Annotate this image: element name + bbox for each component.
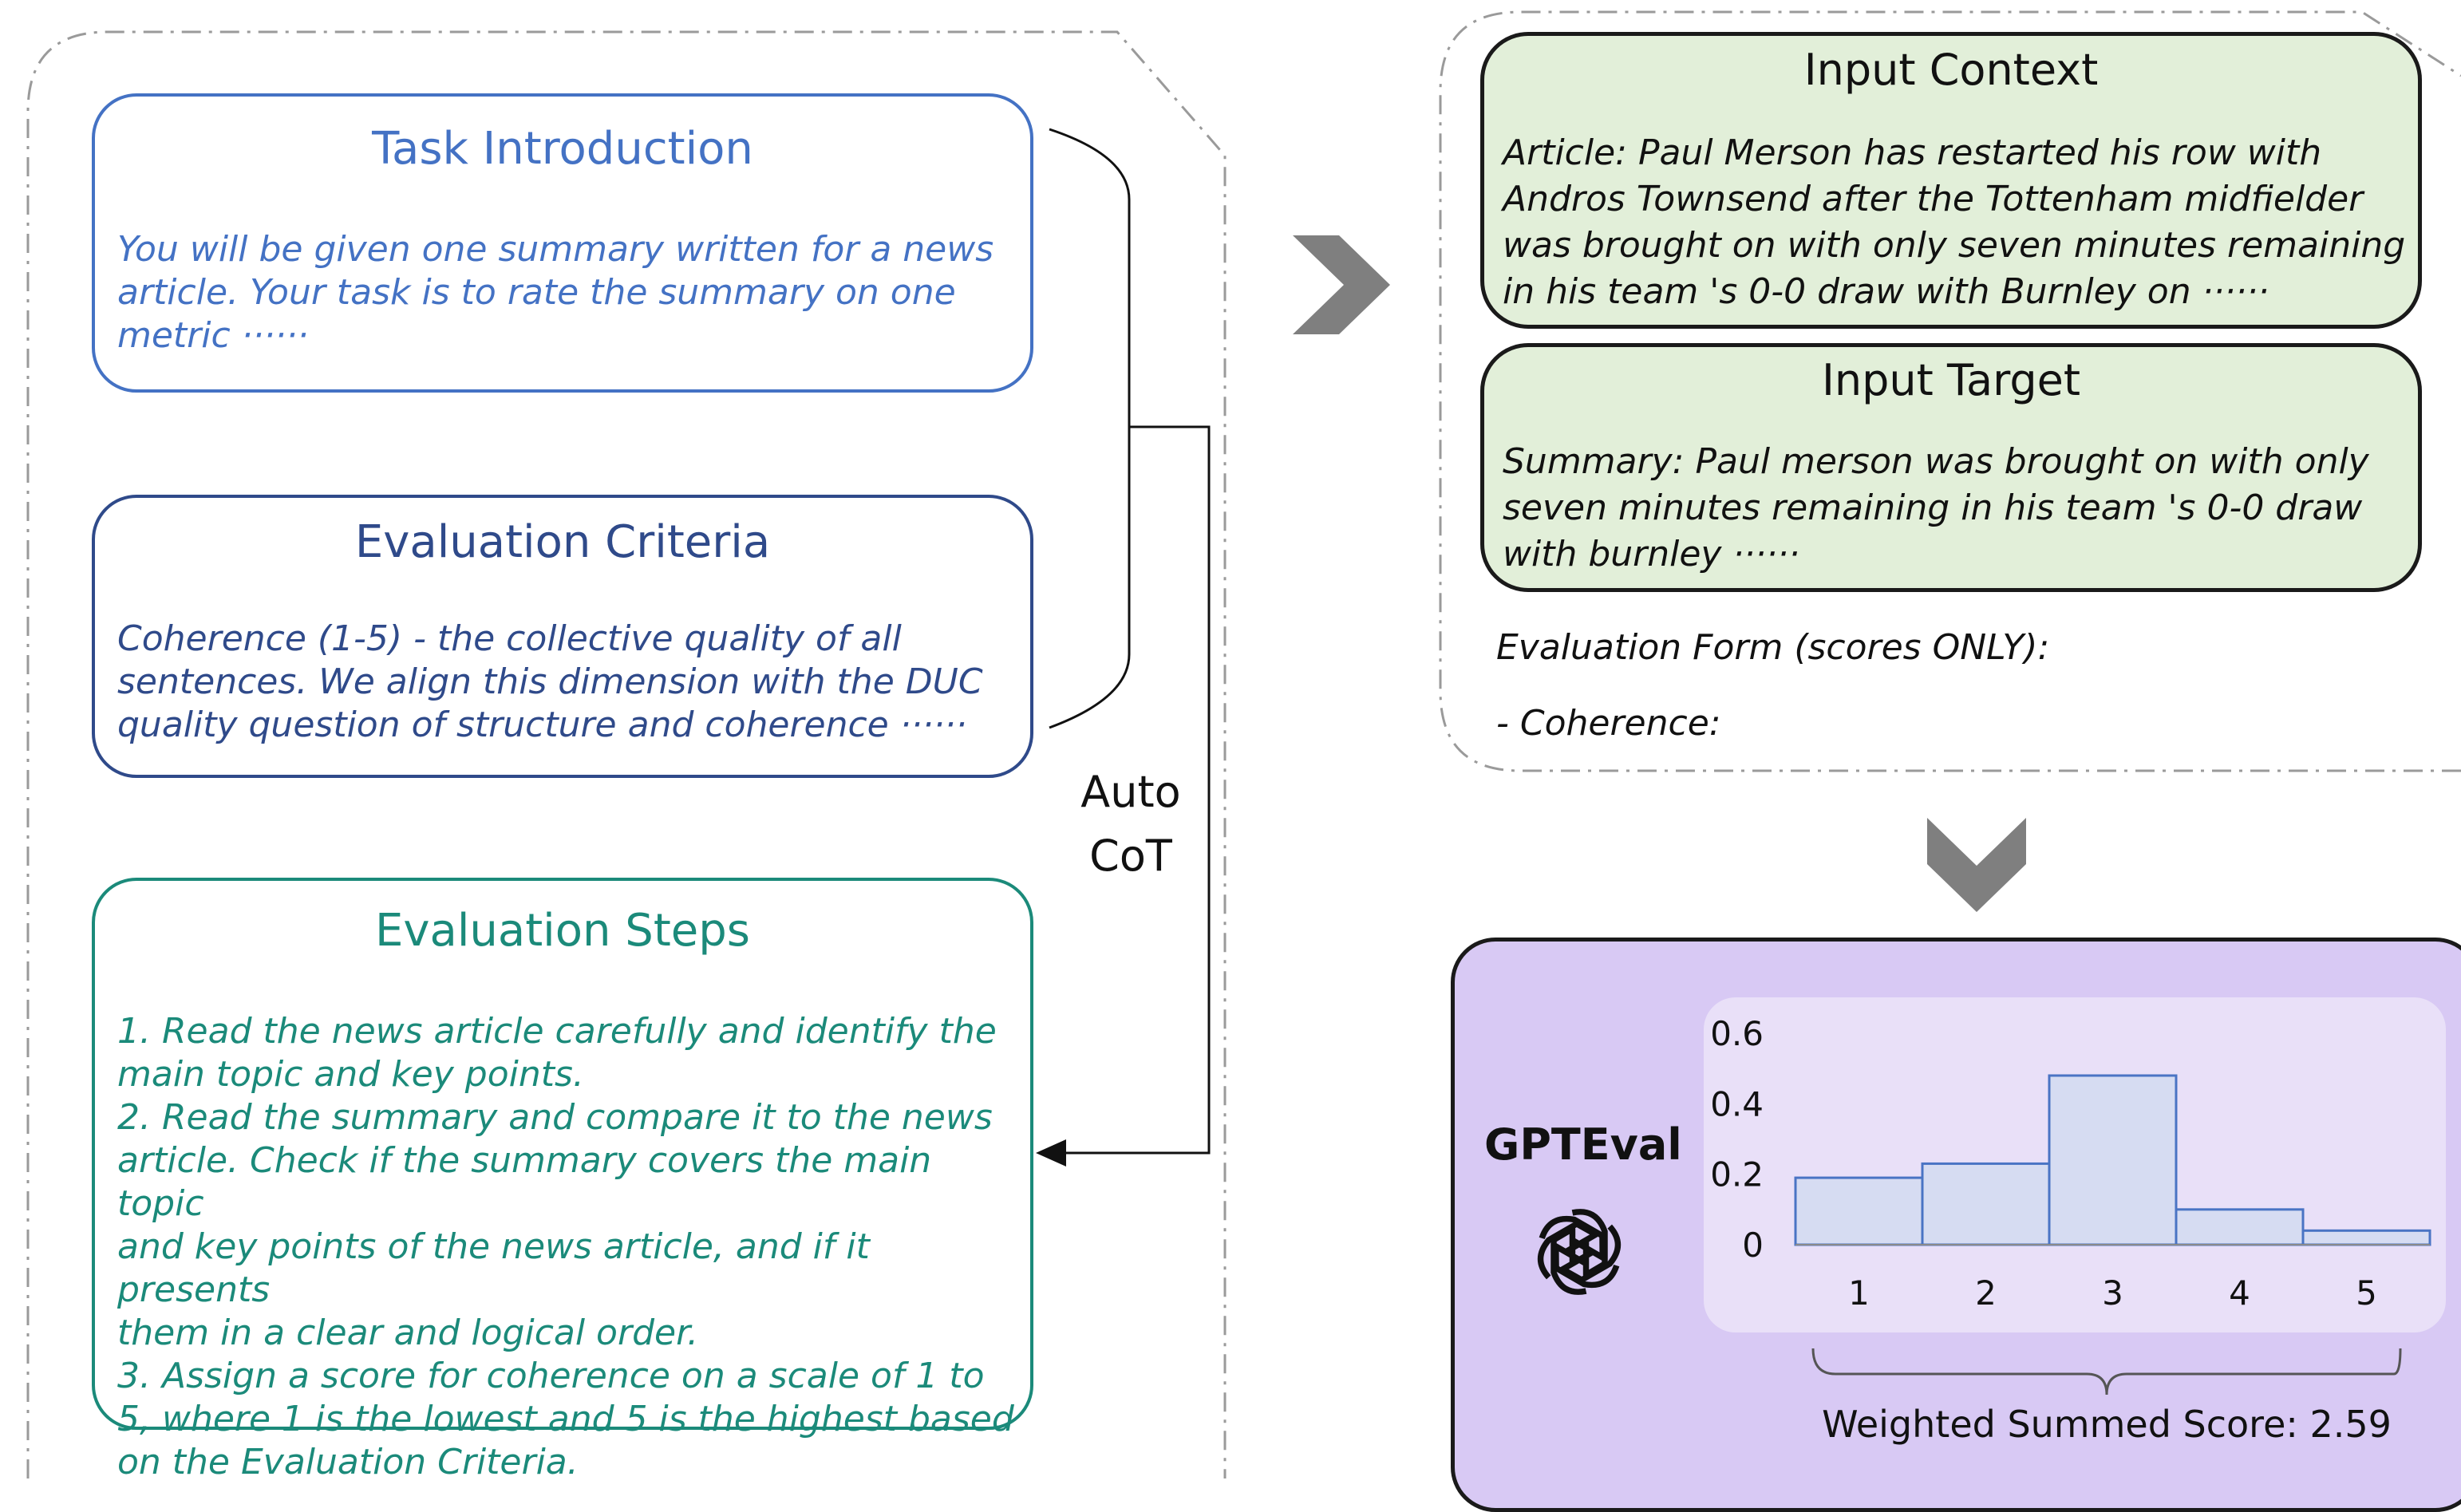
input-target-box: Input Target Summary: Paul merson was br… xyxy=(1480,343,2422,592)
evaluation-form-label: Evaluation Form (scores ONLY): xyxy=(1496,627,2050,668)
y-tick-label: 0 xyxy=(1742,1226,1764,1265)
x-tick-label: 4 xyxy=(2229,1273,2250,1313)
y-tick-label: 0.2 xyxy=(1710,1155,1764,1194)
evaluation-criteria-box: Evaluation Criteria Coherence (1-5) - th… xyxy=(92,495,1033,778)
evaluation-criteria-text: Coherence (1-5) - the collective quality… xyxy=(117,618,983,745)
task-introduction-title: Task Introduction xyxy=(372,123,753,175)
chevron-down-icon xyxy=(1927,818,2026,912)
evaluation-criteria-title: Evaluation Criteria xyxy=(354,516,771,568)
coherence-label: - Coherence: xyxy=(1496,703,1721,744)
input-target-text: Summary: Paul merson was brought on with… xyxy=(1503,441,2369,574)
input-context-box: Input Context Article: Paul Merson has r… xyxy=(1480,32,2422,329)
input-target-title: Input Target xyxy=(1821,355,2081,405)
input-context-text: Article: Paul Merson has restarted his r… xyxy=(1503,132,2406,312)
x-tick-label: 2 xyxy=(1975,1273,1997,1313)
auto-cot-label-line1: Auto xyxy=(1076,771,1186,814)
openai-logo-icon xyxy=(1537,1209,1622,1295)
task-introduction-box: Task Introduction You will be given one … xyxy=(92,93,1033,393)
bar-score-4 xyxy=(2175,1208,2305,1246)
score-brace xyxy=(1811,1348,2402,1396)
task-introduction-text: You will be given one summary written fo… xyxy=(117,229,994,356)
score-distribution-chart: 0 0.2 0.4 0.6 1 2 3 4 5 xyxy=(1710,1014,2431,1313)
chevron-right-icon xyxy=(1293,235,1390,334)
auto-cot-label-line2: CoT xyxy=(1076,835,1186,878)
bar-score-1 xyxy=(1794,1176,1924,1246)
gpteval-label: GPTEval xyxy=(1484,1119,1682,1170)
left-dashed-frame xyxy=(26,30,1227,1478)
evaluation-steps-box: Evaluation Steps 1. Read the news articl… xyxy=(92,878,1033,1482)
y-tick-label: 0.4 xyxy=(1710,1084,1764,1123)
evaluation-steps-text: 1. Read the news article carefully and i… xyxy=(117,1011,1014,1482)
arrowhead-icon xyxy=(1036,1139,1066,1167)
x-tick-label: 5 xyxy=(2356,1273,2377,1313)
weighted-summed-score: Weighted Summed Score: 2.59 xyxy=(1822,1403,2392,1446)
y-tick-label: 0.6 xyxy=(1710,1014,1764,1053)
input-context-title: Input Context xyxy=(1803,45,2099,95)
auto-cot-connector xyxy=(1036,128,1211,1167)
x-tick-label: 1 xyxy=(1848,1273,1870,1313)
x-tick-label: 3 xyxy=(2102,1273,2123,1313)
evaluation-steps-title: Evaluation Steps xyxy=(375,905,750,957)
right-dashed-frame xyxy=(1439,10,2461,772)
